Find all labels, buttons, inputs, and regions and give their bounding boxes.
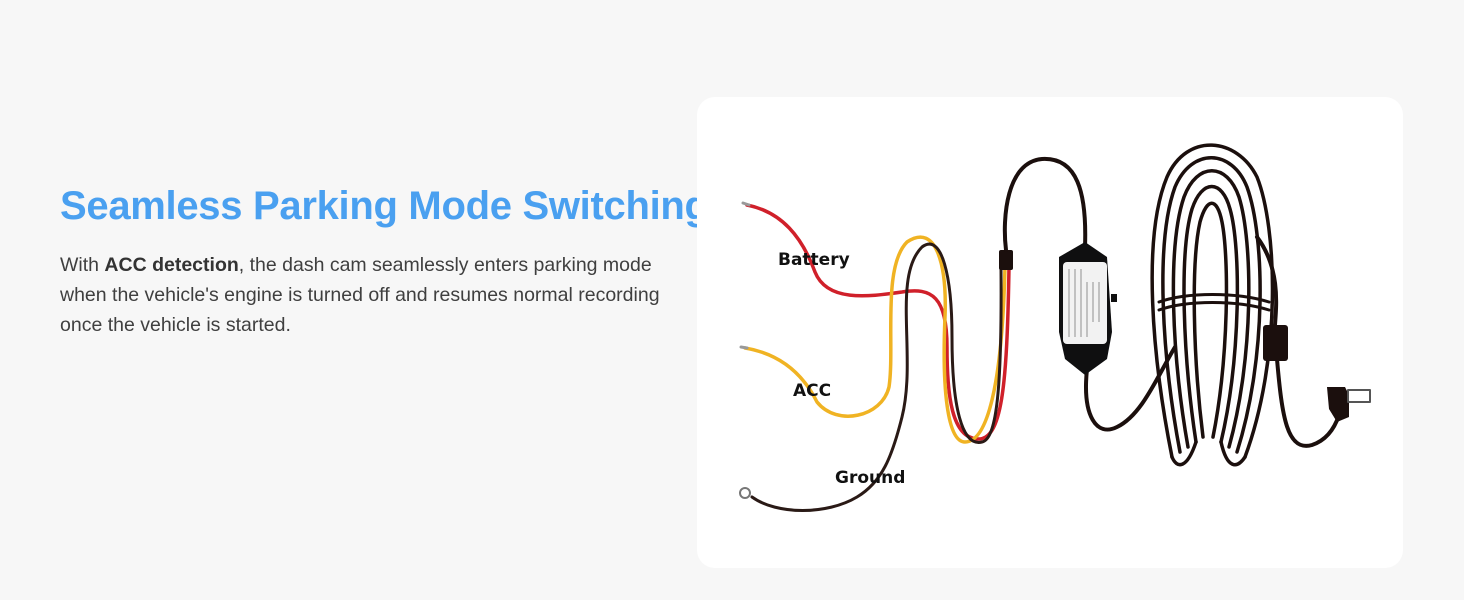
battery-wire-tip [741,201,751,207]
mini-usb-plug [1327,387,1349,422]
description-prefix: With [60,254,105,276]
feature-heading: Seamless Parking Mode Switching [60,184,709,228]
feature-text-block: Seamless Parking Mode Switching With ACC… [60,182,709,340]
wire-connector [999,250,1013,270]
coil-tie [1157,293,1271,312]
acc-label: ACC [793,381,831,401]
battery-label: Battery [778,250,850,270]
cable-coil [1150,143,1275,467]
cable-upper-loop [1002,156,1088,252]
voltage-converter-box [1059,242,1117,375]
ground-ring-terminal [739,487,751,499]
description-suffix: , the dash cam seamlessly enters parking… [60,254,660,336]
acc-wire-tip [739,345,749,350]
hardwire-kit-diagram-card: Battery ACC Ground [697,97,1403,568]
battery-wire [745,203,1011,441]
mini-usb-tip [1347,389,1371,403]
ground-wire [750,242,1003,512]
feature-description: With ACC detection, the dash cam seamles… [60,250,680,340]
ground-label: Ground [835,468,905,488]
ferrite-core [1263,325,1288,361]
description-emphasis: ACC detection [104,254,239,276]
hardwire-kit-diagram: Battery ACC Ground [739,143,1371,512]
